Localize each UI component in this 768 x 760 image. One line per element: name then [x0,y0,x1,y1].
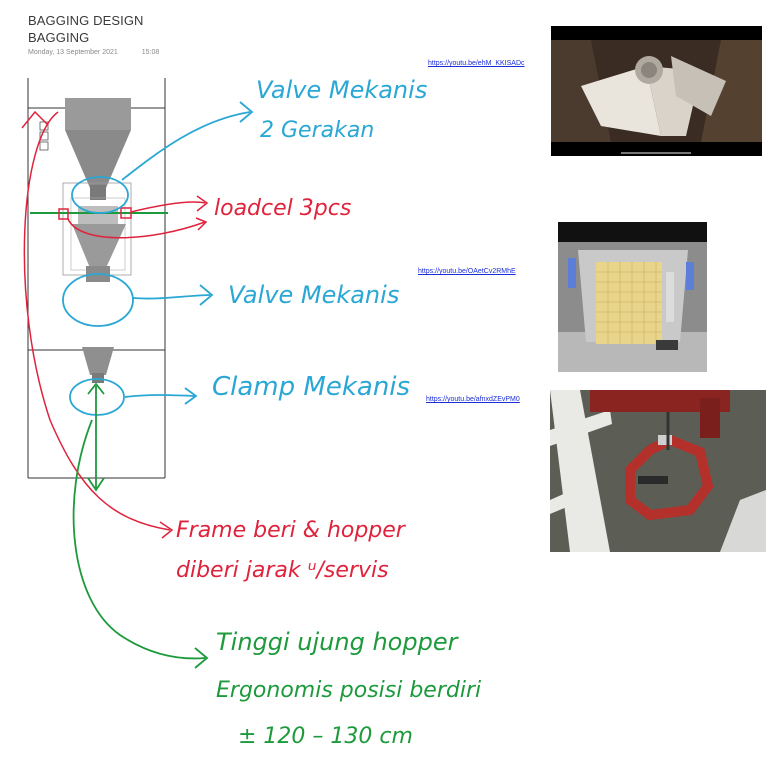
photo-valve-drawing [551,26,762,156]
video-link-valve[interactable]: https://youtu.be/ehM_KKISADc [428,60,525,67]
photo-clamp-mechanism[interactable] [550,390,766,552]
annotation-valve-mekanis-2: Valve Mekanis [228,281,400,309]
annotation-2-gerakan: 2 Gerakan [260,118,375,143]
page-timestamp: Monday, 13 September 2021 15:08 [28,49,159,56]
annotation-frame-line2: diberi jarak ᵘ/servis [176,558,389,583]
annotation-loadcell: loadcel 3pcs [214,196,352,221]
video-link-weigher[interactable]: https://youtu.be/OAetCv2RMhE [418,268,516,275]
photo-clamp-drawing [550,390,766,552]
annotation-valve-mekanis: Valve Mekanis [256,76,428,104]
photo-weigher-render[interactable] [558,222,707,372]
page-time: 15:08 [141,49,160,56]
page-title-line1: BAGGING DESIGN [28,13,144,28]
annotation-clamp-mekanis: Clamp Mekanis [212,372,411,402]
video-link-clamp[interactable]: https://youtu.be/afnxdZEvPM0 [426,396,520,403]
annotation-frame-line1: Frame beri & hopper [176,518,405,543]
page-title: BAGGING DESIGN BAGGING [28,12,144,46]
annotation-height-line2: Ergonomis posisi berdiri [216,678,482,703]
page-date: Monday, 13 September 2021 [28,49,118,56]
annotation-height-line1: Tinggi ujung hopper [216,628,458,656]
page-title-line2: BAGGING [28,30,90,45]
photo-weigher-drawing [558,222,707,372]
annotation-height-line3: ± 120 – 130 cm [238,724,413,749]
photo-valve-mechanism[interactable] [551,26,762,156]
